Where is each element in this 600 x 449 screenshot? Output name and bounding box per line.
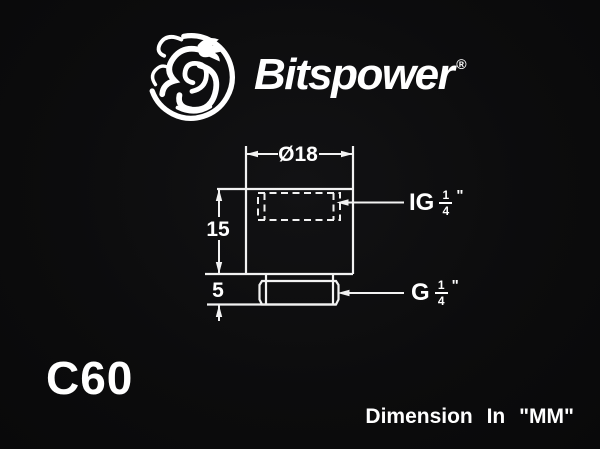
fraction-denominator: 4 [442, 204, 450, 218]
outer-thread-fraction: 1 4 [434, 278, 448, 308]
fraction-bar [439, 202, 453, 204]
registered-trademark-symbol: ® [456, 56, 467, 72]
outer-thread-spec-text: G [411, 279, 430, 306]
bitspower-dragon-icon [149, 33, 235, 121]
inner-thread-hidden-lines [257, 192, 341, 221]
fraction-denominator: 4 [437, 294, 445, 308]
dimension-diameter-value: Ø18 [278, 143, 318, 166]
fraction-numerator: 1 [442, 188, 450, 202]
brand-name-text: Bitspower [254, 50, 455, 99]
product-model-label: C60 [46, 352, 134, 404]
brand-wordmark: Bitspower® [254, 50, 467, 100]
outer-thread-callout: G 1 4 " [411, 277, 459, 308]
fraction-numerator: 1 [437, 278, 445, 292]
inner-thread-fraction: 1 4 [439, 188, 453, 218]
inch-mark: " [456, 187, 464, 204]
dimension-body-height-value: 15 [206, 218, 230, 241]
inner-thread-callout: IG 1 4 " [409, 187, 464, 218]
inch-mark: " [451, 277, 459, 294]
logo-dragon-head [197, 37, 225, 62]
dimension-thread-height-value: 5 [212, 279, 224, 302]
fraction-bar [434, 292, 448, 294]
fitting-outline [205, 146, 355, 306]
dimension-arrowheads [215, 150, 353, 317]
dimension-unit-note: Dimension In "MM" [365, 405, 574, 428]
logo-dragon-body [159, 45, 220, 114]
inner-thread-spec-text: IG [409, 189, 435, 216]
